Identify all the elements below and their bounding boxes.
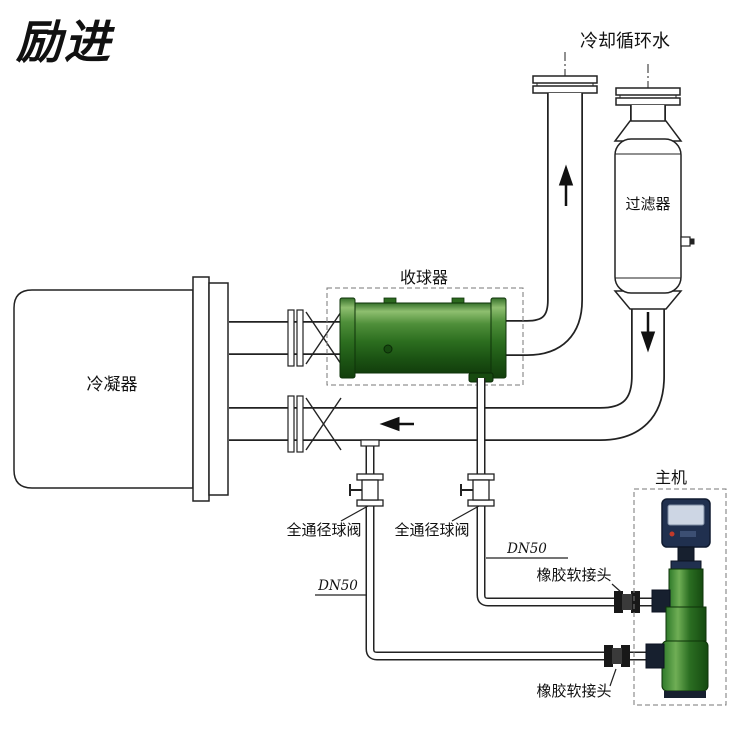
ball-valve-left-label: 全通径球阀 (286, 521, 361, 539)
main-pipes (229, 93, 666, 441)
branch-pipe-right-core (478, 378, 658, 605)
pump-mid-body (665, 606, 707, 642)
pump-volute (661, 640, 709, 692)
dn50-left-label: DN50 (317, 578, 358, 594)
condenser-tubesheet (192, 276, 210, 502)
filter-vessel (613, 120, 695, 310)
main-unit-boundary (633, 488, 727, 706)
branch-pipe-left-core (367, 444, 650, 659)
main-unit (633, 488, 727, 706)
dn50-right-label: DN50 (506, 541, 547, 557)
pump-upper-body (668, 568, 704, 608)
rubber-joint-bottom-label: 橡胶软接头 (536, 682, 611, 700)
branch-pipes (365, 378, 658, 661)
condenser (13, 276, 229, 502)
pump-base (664, 691, 706, 698)
condenser-shell (13, 289, 194, 489)
ball-collector (326, 287, 524, 386)
brand-logo: 励进 (15, 15, 115, 69)
ball-collector-flange-left (339, 297, 356, 379)
filter-drain-cap (689, 238, 695, 245)
flow-arrow-up (558, 164, 574, 206)
controller-indicator (669, 531, 675, 537)
filter-reducer-top (613, 120, 683, 142)
filter-shell (614, 138, 682, 294)
ball-collector-boundary (326, 287, 524, 386)
leader-rubber-bottom (609, 668, 617, 687)
controller-buttons (680, 531, 696, 537)
rubber-joint-top-fitting (614, 591, 640, 613)
rubber-joint-bottom-fitting (604, 645, 630, 667)
ball-valve-right-label: 全通径球阀 (394, 521, 469, 539)
filter-drain-stub (680, 236, 691, 247)
leader-lines (315, 505, 622, 687)
pipe-left-riser-core (505, 93, 582, 355)
pipe-return-run-core (229, 306, 664, 440)
ball-valve-right (460, 473, 495, 507)
filter-label: 过滤器 (625, 195, 670, 213)
pump-inlet-lower (645, 643, 665, 669)
ball-collector-flange-right (490, 297, 507, 379)
leader-valve-right (451, 505, 480, 522)
pump-top-flange (670, 560, 702, 570)
expansion-joint-upper (287, 309, 342, 367)
flow-arrow-left (379, 416, 414, 432)
main-unit-label: 主机 (655, 468, 687, 487)
pump-stem (677, 546, 695, 562)
rubber-joint-top-label: 橡胶软接头 (536, 566, 611, 584)
leader-valve-left (340, 505, 369, 522)
condenser-end-flange (208, 282, 229, 496)
condenser-label: 冷凝器 (87, 375, 138, 395)
branch-tee-flange (360, 439, 380, 447)
ball-collector-shell (354, 302, 492, 374)
leader-rubber-top (611, 583, 622, 593)
ball-valve-left (349, 473, 384, 507)
expansion-joint-lower (287, 395, 342, 453)
cooling-water-label: 冷却循环水 (580, 31, 670, 52)
ball-collector-plug (383, 344, 393, 354)
controller-screen (667, 504, 705, 526)
flow-arrows (379, 164, 656, 432)
ball-collector-label: 收球器 (400, 268, 448, 287)
flow-arrow-down (640, 312, 656, 353)
